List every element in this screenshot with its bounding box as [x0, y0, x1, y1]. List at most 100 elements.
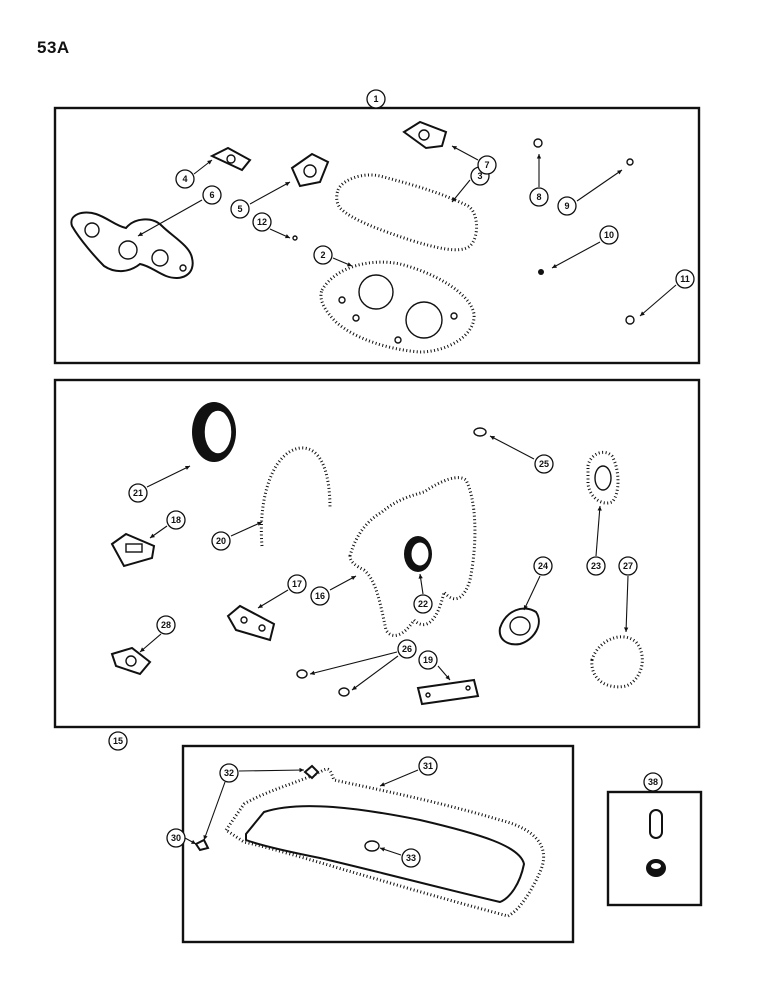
callout-label: 26	[402, 644, 412, 654]
callout-label: 28	[161, 620, 171, 630]
leader-line-28	[139, 633, 162, 653]
callout-22: 22	[413, 594, 433, 614]
callout-label: 10	[604, 230, 614, 240]
callout-20: 20	[211, 531, 231, 551]
seal-part-8	[533, 138, 543, 148]
leader-arrowhead-18	[150, 533, 155, 538]
leader-line-21	[146, 465, 191, 488]
callout-24: 24	[533, 556, 553, 576]
callout-circle	[287, 574, 307, 594]
callout-circle	[675, 269, 695, 289]
callout-19: 19	[418, 650, 438, 670]
callout-circle	[413, 594, 433, 614]
page-number: 53A	[37, 38, 70, 57]
callout-label: 21	[133, 488, 143, 498]
oil-pan-gasket-part-31	[223, 767, 546, 918]
leader-line-31	[379, 769, 419, 787]
manifold-gasket-part-6	[70, 211, 194, 279]
callout-11: 11	[675, 269, 695, 289]
valve-cover-gasket-part-3	[335, 173, 478, 252]
callout-label: 31	[423, 761, 433, 771]
leader-arrowhead-2	[347, 262, 352, 267]
callout-4: 4	[175, 169, 195, 189]
gasket-part-28	[110, 646, 152, 676]
gasket-part-24	[498, 607, 540, 646]
callout-27: 27	[618, 556, 638, 576]
crankshaft-seal-part-21	[192, 402, 236, 462]
leader-arrowhead-26	[310, 670, 315, 676]
leader-arrowhead-4	[207, 160, 212, 165]
callout-23: 23	[586, 556, 606, 576]
callout-7: 7	[477, 155, 497, 175]
tab-part-32a	[303, 764, 320, 780]
callout-layer: 1234567891011121516171819202122232425262…	[108, 89, 695, 868]
callout-label: 23	[591, 561, 601, 571]
callout-label: 8	[536, 192, 541, 202]
callout-label: 38	[648, 777, 658, 787]
callout-circle	[643, 772, 663, 792]
leader-lines	[137, 145, 677, 856]
callout-circle	[166, 828, 186, 848]
valve-seal-part-38a	[649, 809, 663, 839]
callout-label: 16	[315, 591, 325, 601]
callout-38: 38	[643, 772, 663, 792]
gasket-part-27	[590, 635, 644, 689]
leader-arrowhead-3	[452, 197, 457, 202]
callout-circle	[533, 556, 553, 576]
leader-arrowhead-33	[380, 847, 385, 852]
callout-circle	[418, 756, 438, 776]
leader-arrowhead-17	[258, 603, 263, 608]
callout-32: 32	[219, 763, 239, 783]
leader-line-32-1	[203, 781, 226, 841]
callout-label: 9	[564, 201, 569, 211]
callout-circle	[599, 225, 619, 245]
leader-arrowhead-26	[352, 685, 357, 690]
callout-label: 6	[209, 190, 214, 200]
leader-arrowhead-27	[623, 627, 629, 632]
callout-circle	[252, 212, 272, 232]
leader-line-26-1	[351, 655, 399, 691]
callout-circle	[202, 185, 222, 205]
o-ring-part-26a	[296, 669, 308, 679]
seal-part-11	[625, 315, 635, 325]
callout-circle	[418, 650, 438, 670]
valve-seal-part-38b	[646, 859, 666, 877]
callout-label: 4	[182, 174, 187, 184]
callout-8: 8	[529, 187, 549, 207]
leader-line-10	[551, 241, 601, 269]
callout-circle	[310, 586, 330, 606]
callout-circle	[586, 556, 606, 576]
callout-circle	[108, 731, 128, 751]
leader-arrowhead-8	[536, 154, 542, 159]
callout-label: 11	[680, 274, 690, 284]
leader-line-11	[639, 284, 677, 317]
plug-part-10	[538, 269, 544, 275]
callout-16: 16	[310, 586, 330, 606]
callout-18: 18	[166, 510, 186, 530]
callout-circle	[313, 245, 333, 265]
callout-circle	[219, 763, 239, 783]
callout-label: 15	[113, 736, 123, 746]
leader-line-25	[489, 435, 535, 460]
leader-line-9	[576, 169, 623, 202]
callout-label: 7	[484, 160, 489, 170]
leader-line-17	[257, 589, 289, 609]
callout-label: 12	[257, 217, 267, 227]
callout-2: 2	[313, 245, 333, 265]
tab-part-32b	[194, 838, 210, 852]
leader-line-23	[595, 505, 601, 557]
leader-line-20	[230, 521, 263, 537]
callout-label: 18	[171, 515, 181, 525]
callout-26: 26	[397, 639, 417, 659]
leader-arrowhead-28	[140, 647, 145, 652]
callout-label: 33	[406, 853, 416, 863]
seal-part-12	[292, 235, 298, 241]
seal-part-22	[404, 536, 432, 572]
callout-label: 17	[292, 579, 302, 589]
o-ring-part-26b	[338, 687, 350, 697]
leader-arrowhead-31	[380, 782, 385, 787]
callout-1: 1	[366, 89, 386, 109]
callout-6: 6	[202, 185, 222, 205]
callout-label: 22	[418, 599, 428, 609]
o-ring-part-25	[473, 427, 487, 437]
